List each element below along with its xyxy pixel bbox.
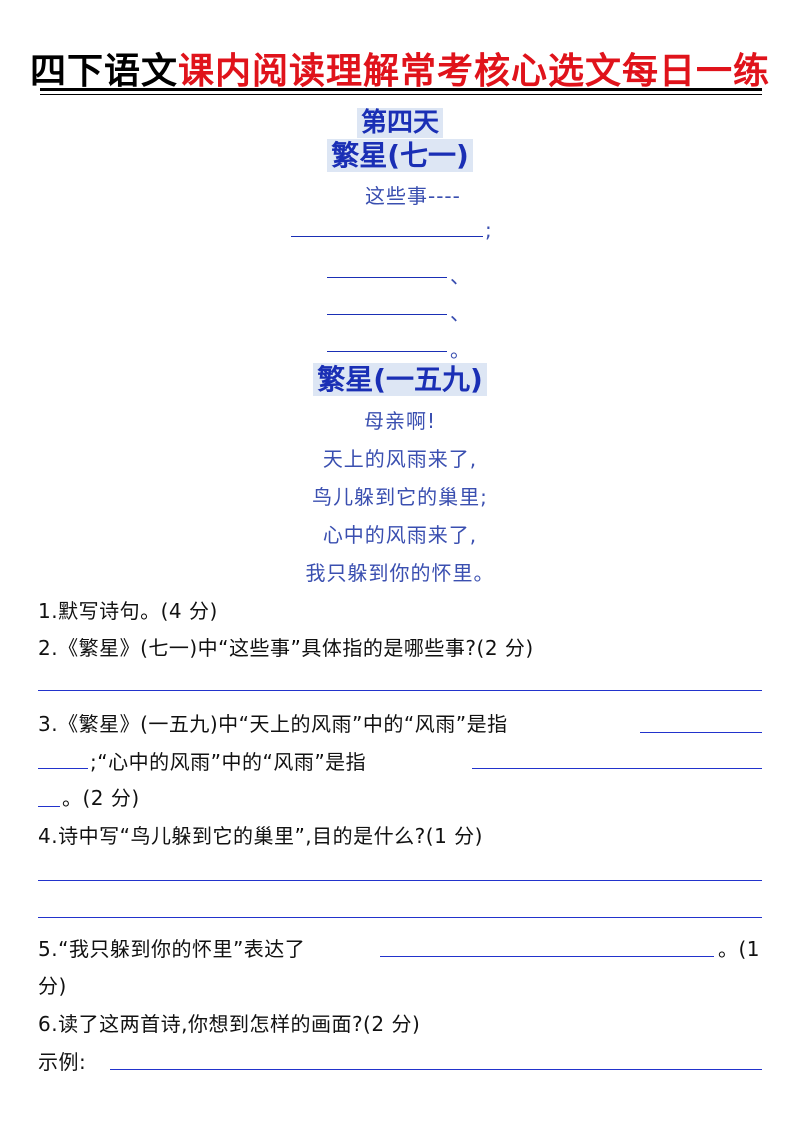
title-black-part: 四下语文 [29, 50, 178, 92]
question-5-part-c: 分) [38, 974, 67, 998]
q4-answer-line-1[interactable] [38, 880, 762, 881]
title-rule-thin [40, 94, 762, 95]
poem1-line1: 这些事---- [365, 184, 461, 208]
q3-answer-line-2a[interactable] [472, 768, 762, 769]
question-3-part-c: 。(2 分) [62, 786, 140, 810]
poem2-line-1: 母亲啊! [363, 409, 437, 433]
q3-answer-line-2b[interactable] [38, 806, 60, 807]
poem1-punct-2: 、 [450, 264, 471, 288]
poem2-line-4: 心中的风雨来了, [322, 523, 478, 547]
question-5-part-b: 。(1 [718, 937, 761, 961]
poem1-punct-3: 、 [450, 301, 471, 325]
question-3-part-a: 3.《繁星》(一五九)中“天上的风雨”中的“风雨”是指 [38, 712, 508, 736]
q4-answer-line-2[interactable] [38, 917, 762, 918]
poem1-punct-1: ; [485, 218, 493, 242]
poem1-blank-2[interactable] [327, 277, 447, 278]
poem2-line-3: 鸟儿躲到它的巢里; [312, 485, 488, 509]
question-6: 6.读了这两首诗,你想到怎样的画面?(2 分) [38, 1012, 421, 1036]
question-2: 2.《繁星》(七一)中“这些事”具体指的是哪些事?(2 分) [38, 636, 534, 660]
q6-example-label: 示例: [38, 1050, 87, 1074]
title-red-part: 课内阅读理解常考核心选文每日一练 [178, 50, 771, 92]
q3-answer-line-1b[interactable] [38, 768, 88, 769]
page-title: 四下语文课内阅读理解常考核心选文每日一练 [0, 42, 800, 94]
poem1-blank-1[interactable] [291, 236, 483, 237]
title-rule-thick [40, 88, 762, 91]
question-1: 1.默写诗句。(4 分) [38, 599, 218, 623]
poem2-title: 繁星(一五九) [0, 358, 800, 398]
poem1-blank-4[interactable] [327, 351, 447, 352]
poem2-line-5: 我只躲到你的怀里。 [305, 561, 495, 585]
day-label: 第四天 [0, 102, 800, 139]
q2-answer-line[interactable] [38, 690, 762, 691]
question-5-part-a: 5.“我只躲到你的怀里”表达了 [38, 937, 306, 961]
poem1-punct-4: 。 [450, 338, 471, 362]
question-4: 4.诗中写“鸟儿躲到它的巢里”,目的是什么?(1 分) [38, 824, 483, 848]
q6-answer-line[interactable] [110, 1069, 762, 1070]
question-3-part-b: ;“心中的风雨”中的“风雨”是指 [90, 750, 367, 774]
q5-answer-line[interactable] [380, 956, 714, 957]
poem2-line-2: 天上的风雨来了, [322, 447, 478, 471]
poem1-title: 繁星(七一) [0, 134, 800, 174]
poem1-blank-3[interactable] [327, 314, 447, 315]
q3-answer-line-1a[interactable] [640, 732, 762, 733]
